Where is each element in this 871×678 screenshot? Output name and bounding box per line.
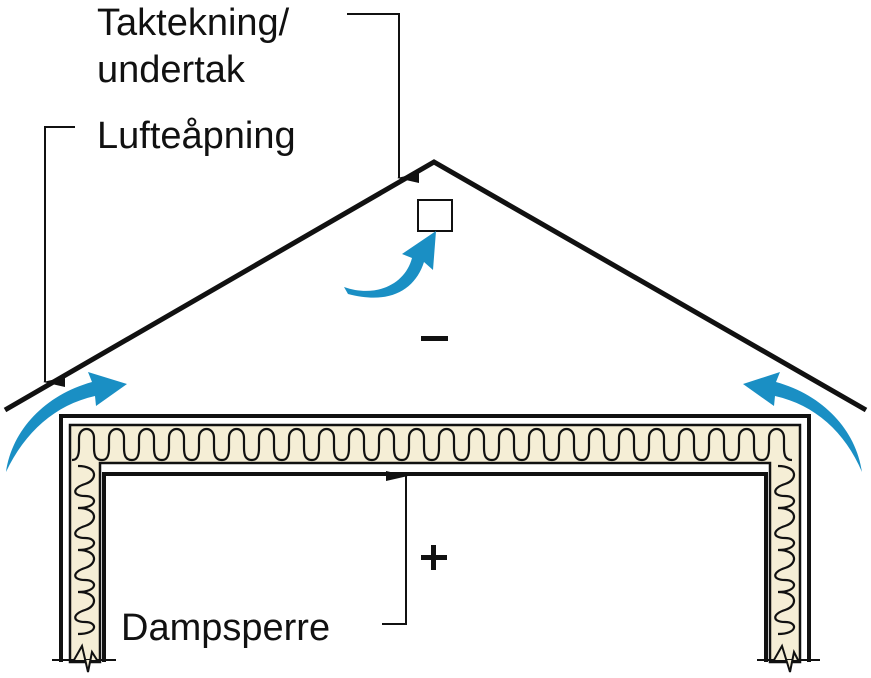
roof-covering-label-line1: Taktekning/ [97, 2, 290, 44]
roof-covering-leader [347, 13, 419, 183]
ceiling-insulation-waves [71, 427, 793, 462]
roof-line [3, 159, 868, 413]
attic-negative-pressure-sign [421, 336, 448, 341]
right-wall-insulation-waves [774, 464, 795, 636]
airflow-arrow-ridge-icon [344, 231, 436, 298]
insulation-fill [68, 423, 802, 664]
airflow-arrow-right-eave-icon [743, 372, 862, 472]
left-wall-insulation-waves [74, 464, 95, 636]
left-wall-break-icon [73, 643, 98, 673]
vapor-barrier-label: Dampsperre [121, 607, 330, 649]
vent-opening-label: Lufteåpning [97, 115, 296, 157]
right-wall-insulation-wave [774, 464, 795, 636]
vent-opening-leader [43, 126, 75, 387]
ridge-vent-icon [417, 199, 453, 232]
interior-positive-pressure-sign [421, 545, 447, 570]
roof-covering-label-line2: undertak [97, 49, 246, 91]
airflow-arrow-left-eave-icon [6, 372, 127, 472]
vapor-barrier-line [102, 472, 768, 662]
ceiling-insulation-wave [71, 427, 793, 462]
vapor-barrier-leader [382, 471, 408, 625]
outer-frame [59, 414, 811, 662]
right-wall-break-icon [773, 643, 799, 673]
left-wall-insulation-wave [74, 464, 95, 636]
